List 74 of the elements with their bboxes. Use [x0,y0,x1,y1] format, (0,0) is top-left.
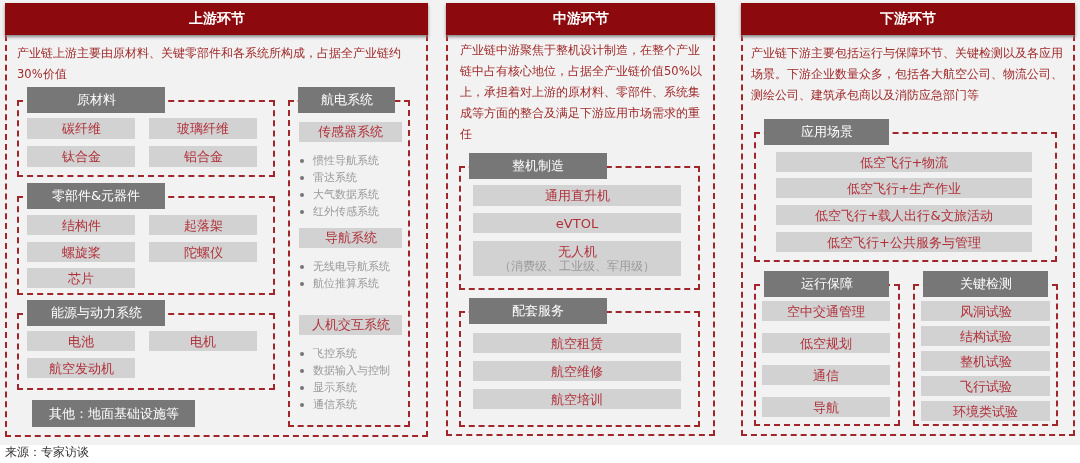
dashed-group [17,87,275,177]
category-box: 钛合金 [27,146,135,167]
dashed-group [754,119,1057,262]
bullet-item: 红外传感系统 [297,203,379,220]
category-box: 结构试验 [921,326,1050,346]
bullet-item: 无线电导航系统 [297,258,390,275]
stage-header: 下游环节 [741,3,1075,35]
bullet-item: 通信系统 [297,396,390,413]
category-box: 电机 [149,331,257,351]
category-box: 结构件 [27,215,135,235]
bullet-item: 大气数据系统 [297,186,379,203]
category-box: 低空规划 [762,333,890,353]
subsystem-box: 传感器系统 [299,122,402,142]
bullet-item: 显示系统 [297,379,390,396]
group-title: 运行保障 [764,271,889,297]
stage-panel [446,3,715,436]
category-box: 低空飞行+公共服务与管理 [776,232,1032,252]
category-box: 风洞试验 [921,301,1050,321]
subsystem-box: 人机交互系统 [299,315,402,335]
category-box: 通信 [762,365,890,385]
dashed-group [754,271,900,426]
bullet-item: 飞控系统 [297,345,390,362]
stage-panel [5,3,428,437]
category-box: 通用直升机 [473,185,681,206]
dashed-group [913,271,1058,426]
category-box: 航空发动机 [27,358,135,378]
bullet-item: 雷达系统 [297,169,379,186]
category-box: 玻璃纤维 [149,118,257,139]
bullet-item: 惯性导航系统 [297,152,379,169]
category-box: 其他：地面基础设施等 [32,400,195,427]
category-box: 导航 [762,397,890,417]
category-box: 航空维修 [473,361,681,381]
dashed-group [459,298,700,427]
group-title: 应用场景 [764,119,889,145]
category-box: 航空培训 [473,389,681,409]
category-box: 飞行试验 [921,376,1050,396]
category-box: eVTOL [473,213,681,233]
category-box: 起落架 [149,215,257,235]
group-title: 关键检测 [923,271,1048,297]
category-box: 螺旋桨 [27,242,135,262]
category-box: 碳纤维 [27,118,135,139]
category-box: 铝合金 [149,146,257,167]
subsystem-box: 导航系统 [299,228,402,248]
group-title: 航电系统 [298,87,395,113]
dashed-group [288,87,410,427]
category-box: 陀螺仪 [149,242,257,262]
category-box: 芯片 [27,268,135,288]
category-box [473,241,681,276]
dashed-group [17,300,275,390]
bullet-item: 数据输入与控制 [297,362,390,379]
category-box: 整机试验 [921,351,1050,371]
group-title: 零部件&元器件 [27,183,165,209]
category-label: 无人机 [557,243,597,259]
category-box: 电池 [27,331,135,351]
dashed-group [17,183,275,295]
category-box: 低空飞行+载人出行&文旅活动 [776,205,1032,225]
stage-description: 产业链下游主要包括运行与保障环节、关键检测以及各应用场景。下游企业数量众多，包括各大航空公司、物流公司、测绘公司、建筑承包商以及消防应急部门等 [751,45,1064,104]
stage-description: 产业链中游聚焦于整机设计制造，在整个产业链中占有核心地位，占据全产业链价值50%以上，承担着对上游的原材料、零部件、系统集成等方面的整合及满足下游应用市场需求的重任 [460,42,703,143]
category-box: 低空飞行+物流 [776,152,1032,172]
category-box: 环境类试验 [921,401,1050,421]
stage-panel [741,3,1075,436]
stage-header: 上游环节 [5,3,428,35]
group-title: 配套服务 [469,298,607,324]
group-title: 原材料 [27,87,165,113]
dashed-group [459,153,700,290]
source-note: 来源：专家访谈 [5,444,89,461]
stage-header: 中游环节 [446,3,715,35]
category-box: 航空租赁 [473,333,681,353]
category-box: 低空飞行+生产作业 [776,178,1032,198]
stage-description: 产业链上游主要由原材料、关键零部件和各系统所构成，占据全产业链约30%价值 [17,45,402,83]
bullet-item: 航位推算系统 [297,275,390,292]
group-title: 能源与动力系统 [27,300,165,326]
group-title: 整机制造 [469,153,607,179]
category-box: 空中交通管理 [762,301,890,321]
